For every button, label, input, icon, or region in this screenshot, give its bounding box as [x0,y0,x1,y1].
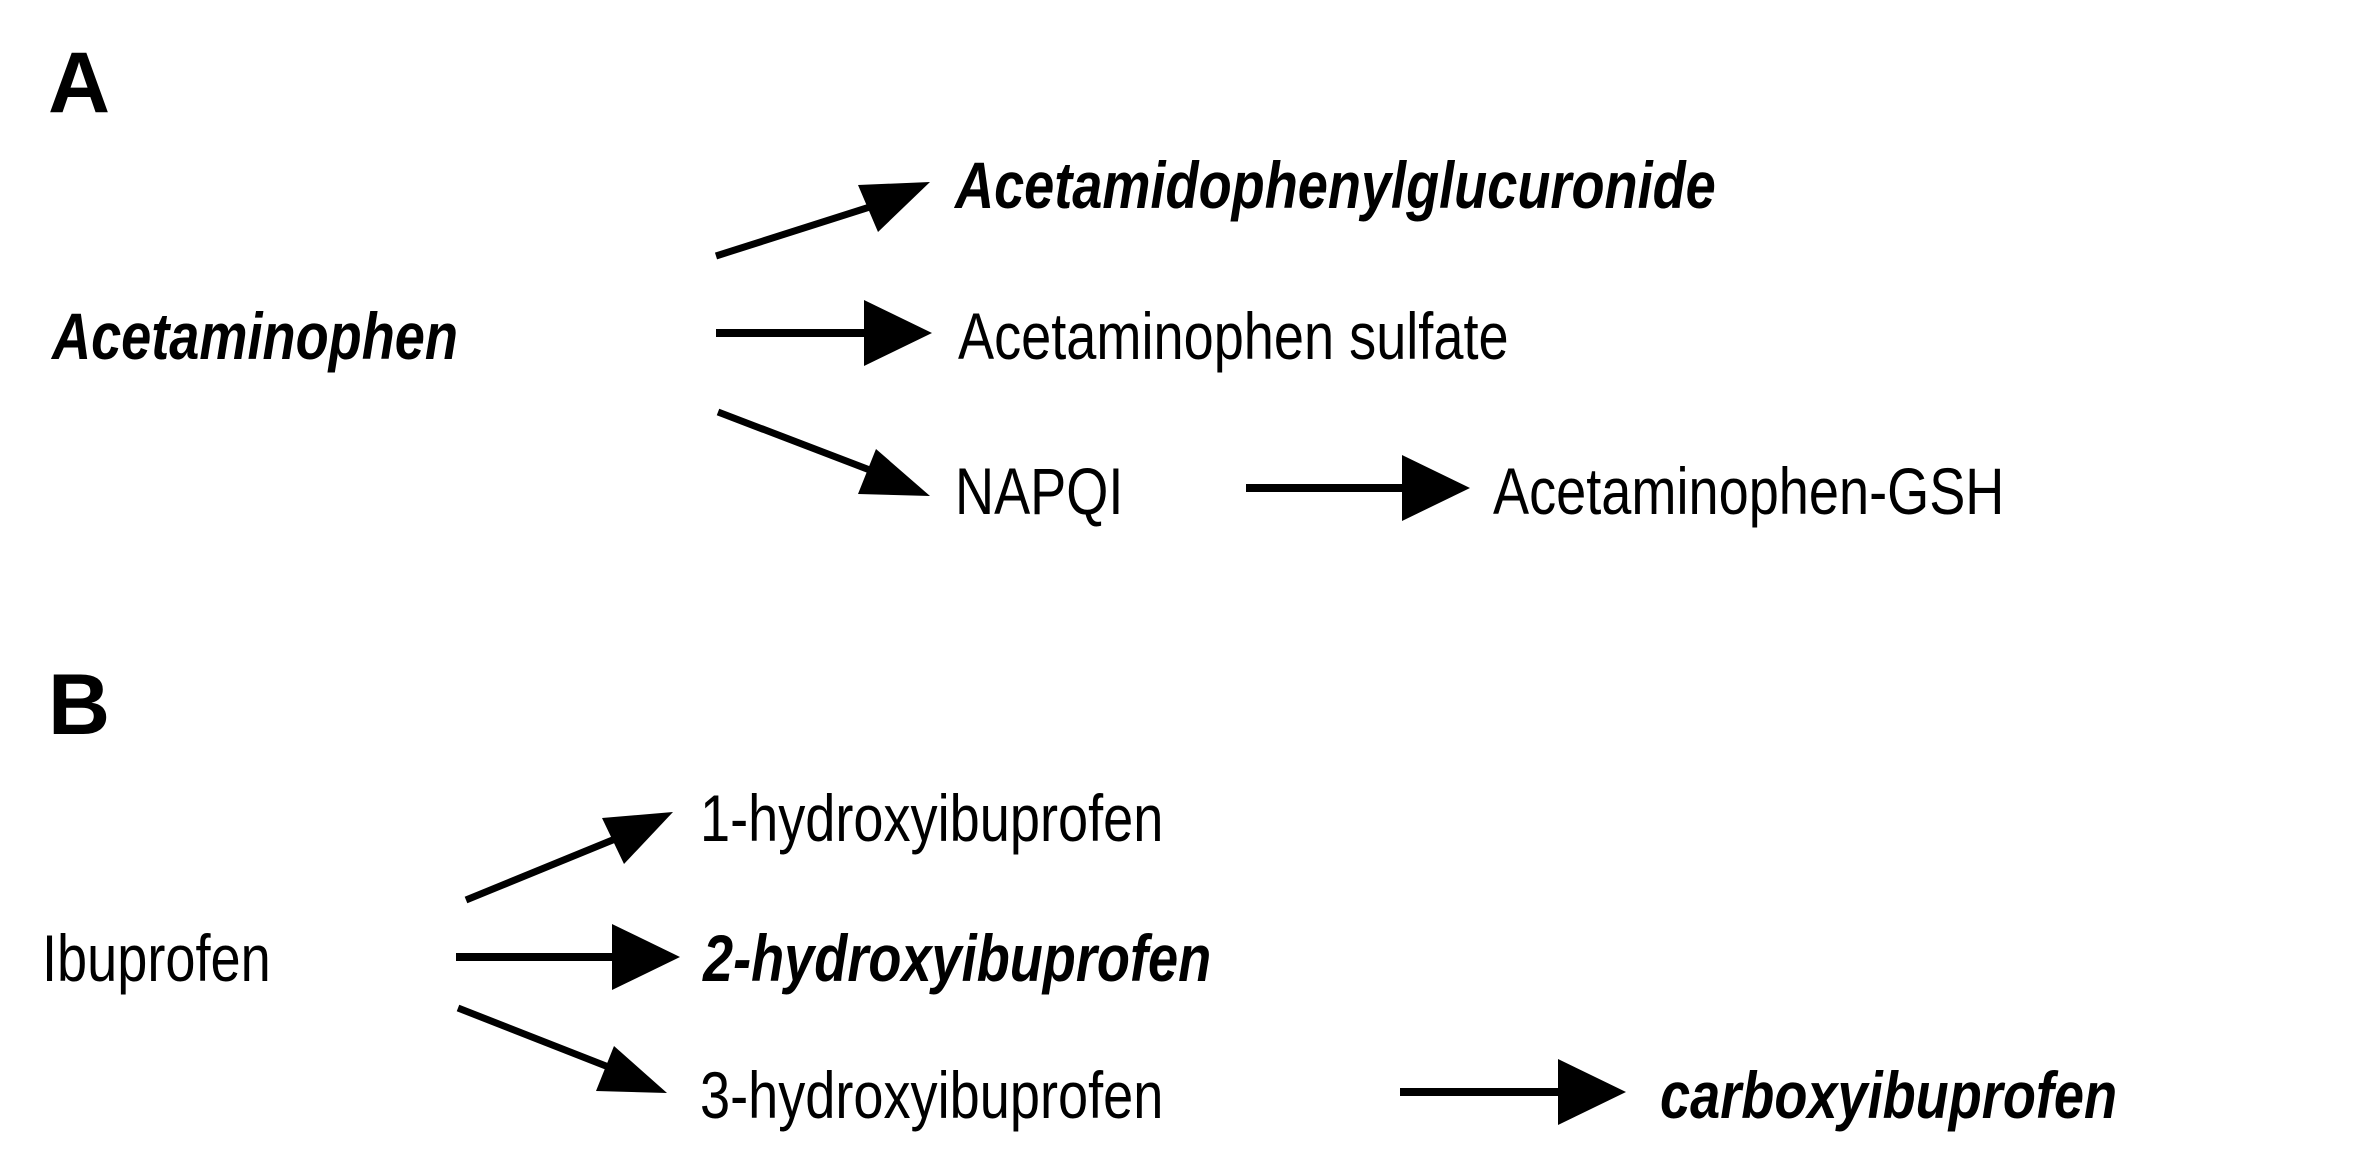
panel-label-b: B [48,657,111,753]
arrow-napqi-to-gsh [1246,455,1470,521]
arrow-3-hydroxyibuprofen-to-carboxyibuprofen [1400,1059,1626,1125]
arrow-ibuprofen-to-2-hydroxyibuprofen [456,924,680,990]
node-napqi: NAPQI [955,454,1124,528]
arrow-acetaminophen-to-sulfate [716,300,932,366]
node-2-hydroxyibuprofen: 2-hydroxyibuprofen [703,921,1212,995]
node-ibuprofen: Ibuprofen [42,921,271,995]
panel-label-a: A [48,35,111,131]
node-1-hydroxyibuprofen: 1-hydroxyibuprofen [700,781,1164,855]
node-carboxyibuprofen: carboxyibuprofen [1660,1058,2118,1132]
node-3-hydroxyibuprofen: 3-hydroxyibuprofen [700,1058,1164,1132]
arrow-ibuprofen-to-1-hydroxyibuprofen [464,812,673,904]
node-acetaminophen: Acetaminophen [52,299,458,373]
arrow-ibuprofen-to-3-hydroxyibuprofen [456,1004,667,1093]
arrow-acetaminophen-to-glucuronide [714,182,930,260]
node-acetaminophen-gsh: Acetaminophen-GSH [1493,454,2005,528]
node-acetaminophen-sulfate: Acetaminophen sulfate [958,299,1509,373]
node-acetamidophenylglucuronide: Acetamidophenylglucuronide [955,148,1716,222]
arrow-acetaminophen-to-napqi [716,408,930,496]
